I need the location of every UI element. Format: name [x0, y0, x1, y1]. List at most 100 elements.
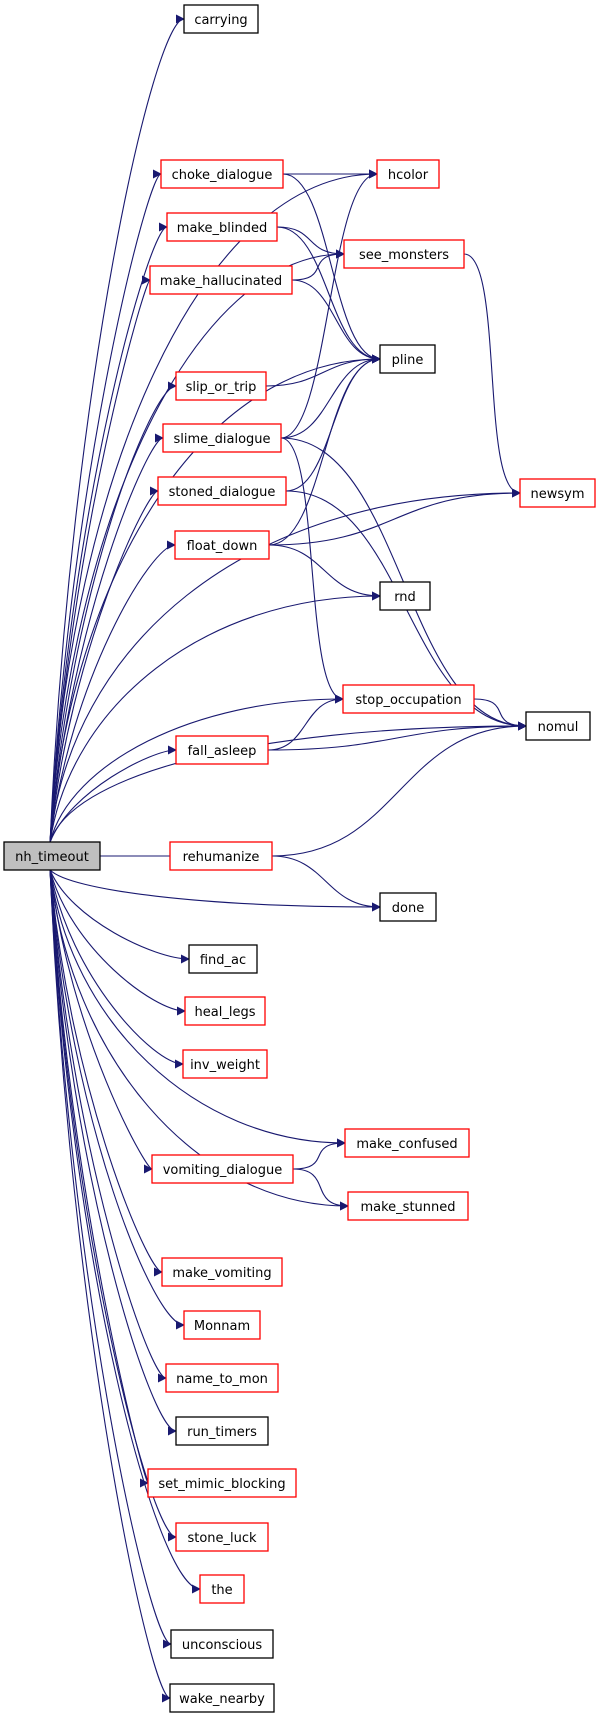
node-box: [3, 841, 101, 871]
node-float-down[interactable]: float_down: [174, 530, 270, 560]
call-edge-nh_timeout-to-choke_dialogue: [49, 169, 162, 843]
node-carrying[interactable]: carrying: [183, 4, 259, 34]
call-edge-rehumanize-to-nomul: [271, 721, 527, 857]
node-rnd[interactable]: rnd: [379, 581, 431, 611]
call-edge-nh_timeout-to-find_ac: [49, 869, 190, 964]
node-label: set_mimic_blocking: [158, 1477, 285, 1492]
call-edge-nh_timeout-to-newsym: [49, 488, 521, 843]
call-edge-nh_timeout-to-make_hallucinated: [49, 275, 151, 843]
node-make-stunned[interactable]: make_stunned: [347, 1191, 469, 1221]
call-edge-nh_timeout-to-set_mimic_blocking: [49, 869, 149, 1487]
node-box: [182, 1049, 268, 1079]
node-box: [344, 1128, 470, 1158]
node-box: [161, 1257, 283, 1287]
node-fall-asleep[interactable]: fall_asleep: [175, 735, 269, 765]
node-name-to-mon[interactable]: name_to_mon: [165, 1363, 279, 1393]
node-box: [184, 996, 266, 1026]
node-stoned-dialogue[interactable]: stoned_dialogue: [157, 476, 287, 506]
node-label: make_vomiting: [172, 1266, 271, 1281]
node-label: done: [392, 901, 424, 916]
node-wake-nearby[interactable]: wake_nearby: [169, 1683, 275, 1713]
node-the[interactable]: the: [199, 1574, 245, 1604]
edge-arrow: [49, 540, 176, 843]
node-label: find_ac: [200, 953, 246, 968]
node-label: make_stunned: [360, 1200, 455, 1215]
edge-arrow: [49, 869, 153, 1174]
edge-arrow: [49, 869, 186, 1016]
call-edge-make_blinded-to-pline: [276, 226, 381, 364]
node-inv-weight[interactable]: inv_weight: [182, 1049, 268, 1079]
edge-arrow: [49, 486, 159, 843]
node-slime-dialogue[interactable]: slime_dialogue: [162, 423, 282, 453]
call-edge-nh_timeout-to-inv_weight: [49, 869, 184, 1069]
node-make-hallucinated[interactable]: make_hallucinated: [149, 265, 293, 295]
node-label: name_to_mon: [176, 1372, 268, 1387]
node-vomiting-dialogue[interactable]: vomiting_dialogue: [151, 1154, 294, 1184]
node-box: [170, 1629, 274, 1659]
call-edge-nh_timeout-to-slime_dialogue: [49, 433, 164, 843]
node-slip-or-trip[interactable]: slip_or_trip: [175, 371, 267, 401]
call-edge-float_down-to-rnd: [268, 544, 381, 601]
edge-arrow: [49, 869, 177, 1542]
call-edge-slip_or_trip-to-pline: [265, 354, 381, 387]
node-nomul[interactable]: nomul: [525, 711, 591, 741]
call-edge-make_blinded-to-see_monsters: [276, 226, 345, 259]
node-label: slip_or_trip: [186, 380, 257, 395]
edge-arrow: [49, 694, 344, 843]
call-edge-rehumanize-to-done: [271, 855, 381, 912]
node-label: stone_luck: [187, 1531, 257, 1546]
node-box: [347, 1191, 469, 1221]
node-label: nh_timeout: [15, 850, 89, 865]
edge-arrow: [49, 488, 521, 843]
edge-arrow: [291, 279, 381, 364]
node-hcolor[interactable]: hcolor: [376, 159, 440, 189]
node-box: [175, 1416, 269, 1446]
node-label: carrying: [194, 13, 247, 28]
node-label: nomul: [538, 720, 579, 735]
edge-arrow: [265, 354, 381, 387]
edge-arrow: [291, 249, 345, 281]
node-pline[interactable]: pline: [379, 344, 436, 374]
call-edge-nh_timeout-to-vomiting_dialogue: [49, 869, 153, 1174]
node-label: inv_weight: [190, 1058, 260, 1073]
node-rehumanize[interactable]: rehumanize: [169, 841, 273, 871]
node-run-timers[interactable]: run_timers: [175, 1416, 269, 1446]
node-done[interactable]: done: [379, 892, 437, 922]
edge-arrow: [49, 869, 171, 1703]
node-stone-luck[interactable]: stone_luck: [175, 1522, 269, 1552]
call-edge-fall_asleep-to-nomul: [267, 721, 527, 751]
call-edge-nh_timeout-to-the: [49, 869, 201, 1594]
node-make-confused[interactable]: make_confused: [344, 1128, 470, 1158]
edge-arrow: [280, 437, 344, 704]
node-newsym[interactable]: newsym: [519, 478, 596, 508]
edge-arrow: [276, 226, 345, 259]
call-edge-float_down-to-pline: [268, 354, 381, 546]
node-box: [160, 159, 284, 189]
node-see-monsters[interactable]: see_monsters: [343, 239, 465, 269]
node-box: [379, 892, 437, 922]
call-edge-nh_timeout-to-hcolor: [49, 169, 378, 843]
edge-arrow: [49, 275, 151, 843]
node-label: newsym: [531, 487, 585, 502]
node-box: [174, 530, 270, 560]
call-edge-vomiting_dialogue-to-make_confused: [292, 1138, 346, 1170]
node-choke-dialogue[interactable]: choke_dialogue: [160, 159, 284, 189]
node-find-ac[interactable]: find_ac: [188, 944, 258, 974]
node-unconscious[interactable]: unconscious: [170, 1629, 274, 1659]
node-make-vomiting[interactable]: make_vomiting: [161, 1257, 283, 1287]
call-edge-nh_timeout-to-float_down: [49, 540, 176, 843]
call-edge-nh_timeout-to-make_blinded: [49, 222, 168, 843]
call-edge-nh_timeout-to-make_confused: [49, 869, 346, 1148]
node-make-blinded[interactable]: make_blinded: [166, 212, 278, 242]
node-heal-legs[interactable]: heal_legs: [184, 996, 266, 1026]
node-set-mimic-blocking[interactable]: set_mimic_blocking: [147, 1468, 297, 1498]
edge-arrow: [473, 698, 527, 731]
node-box: [188, 944, 258, 974]
node-monnam[interactable]: Monnam: [183, 1310, 261, 1340]
call-edge-nh_timeout-to-stop_occupation: [49, 694, 344, 843]
edge-arrow: [268, 354, 381, 546]
node-stop-occupation[interactable]: stop_occupation: [342, 684, 475, 714]
node-box: [162, 423, 282, 453]
node-box: [525, 711, 591, 741]
